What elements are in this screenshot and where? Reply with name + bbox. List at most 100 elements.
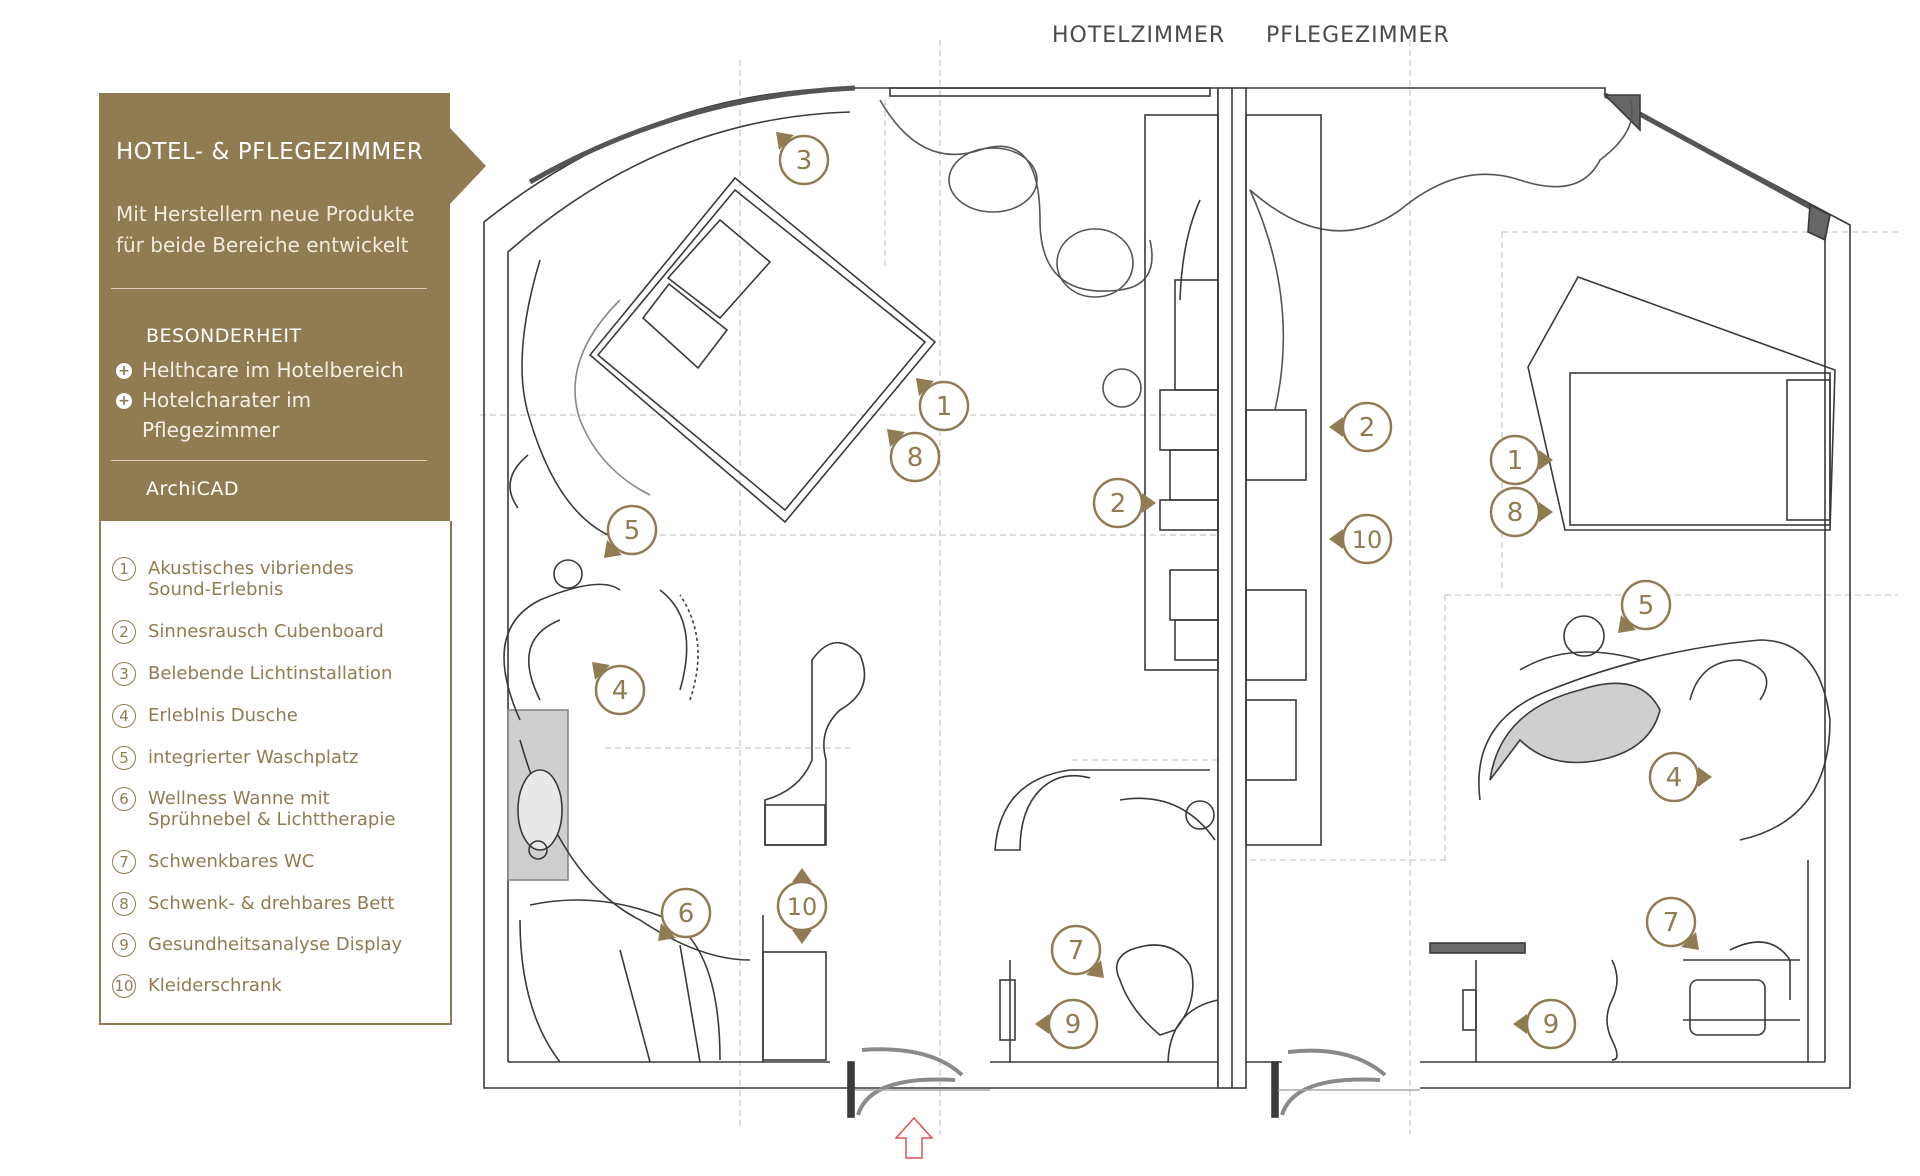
bullet-healthcare-text: Helthcare im Hotelbereich [142, 358, 404, 382]
panel-subtitle: Mit Herstellern neue Produkte für beide … [116, 199, 436, 261]
marker-7: 7 [1645, 896, 1699, 950]
care-display [1429, 942, 1526, 1062]
legend-label: Gesundheitsanalyse Display [148, 934, 403, 955]
marker-4: 4 [592, 662, 646, 716]
plus-icon: + [116, 363, 132, 379]
bullet-hotelcharakter-text: Hotelcharater im [142, 388, 312, 412]
marker-label: 7 [1663, 908, 1680, 938]
marker-7: 7 [1050, 924, 1104, 978]
marker-1: 1 [1489, 434, 1553, 486]
section-archicad: ArchiCAD [146, 478, 240, 500]
marker-label: 6 [678, 899, 695, 929]
legend-line: Sound-Erlebnis [148, 579, 284, 600]
care-markers: 2 10 1 8 5 4 7 [1329, 401, 1712, 1050]
marker-label: 7 [1068, 936, 1085, 966]
marker-5: 5 [604, 504, 658, 558]
hotel-wc [994, 769, 1219, 1063]
hotel-door [847, 1047, 990, 1118]
care-room-walls [1246, 87, 1851, 1089]
marker-label: 4 [1666, 763, 1683, 793]
marker-8: 8 [887, 429, 941, 483]
marker-6: 6 [658, 887, 712, 941]
marker-10: 10 [776, 868, 828, 944]
care-room-label: PFLEGEZIMMER [1266, 23, 1450, 48]
marker-1: 1 [916, 378, 970, 432]
hotel-closet [762, 915, 1016, 1062]
marker-label: 4 [612, 676, 629, 706]
panel-title: HOTEL- & PFLEGEZIMMER [116, 139, 424, 165]
plus-icon: + [116, 393, 132, 409]
marker-3: 3 [776, 132, 830, 186]
legend-number: 4 [112, 704, 136, 728]
care-cubeboard [1245, 114, 1322, 846]
care-door [1271, 1048, 1420, 1118]
marker-5: 5 [1618, 579, 1672, 633]
legend-label: Schwenk- & drehbares Bett [148, 893, 395, 914]
bullet-hotelcharakter-text-2: Pflegezimmer [142, 418, 280, 442]
legend-number: 7 [112, 850, 136, 874]
legend-label: Schwenkbares WC [148, 851, 315, 872]
care-light-installation [1249, 99, 1633, 411]
info-panel: HOTEL- & PFLEGEZIMMER Mit Herstellern ne… [99, 93, 450, 521]
care-wc [1606, 860, 1809, 1062]
legend-number: 3 [112, 662, 136, 686]
hotel-markers: 3 1 8 5 2 4 1 [592, 132, 1156, 1050]
marker-label: 2 [1110, 489, 1127, 519]
legend-number: 6 [112, 787, 136, 811]
panel-pointer-arrow [450, 128, 486, 204]
marker-2: 2 [1092, 477, 1156, 529]
care-bed [1527, 276, 1836, 531]
hotel-bed [574, 176, 937, 524]
hotel-room-label: HOTELZIMMER [1052, 23, 1226, 48]
marker-9: 9 [1035, 998, 1099, 1050]
marker-9: 9 [1513, 998, 1577, 1050]
marker-label: 8 [907, 443, 924, 473]
panel-subtitle-line1: Mit Herstellern neue Produkte [116, 202, 415, 226]
marker-label: 10 [787, 893, 818, 921]
marker-8: 8 [1489, 486, 1553, 538]
hotel-shower [503, 454, 699, 721]
marker-label: 5 [624, 516, 641, 546]
bullet-healthcare: + Helthcare im Hotelbereich [116, 355, 404, 385]
marker-label: 1 [936, 392, 953, 422]
bullet-hotelcharakter: + Hotelcharater im Pflegezimmer [116, 385, 311, 445]
divider [111, 460, 427, 461]
care-shower [1478, 615, 1831, 841]
legend-number: 5 [112, 746, 136, 770]
legend-number: 10 [112, 974, 136, 998]
divider [111, 288, 427, 289]
hotel-cubeboard [1144, 114, 1219, 671]
marker-label: 10 [1352, 526, 1383, 554]
panel-subtitle-line2: für beide Bereiche entwickelt [116, 233, 409, 257]
legend-label: Erleblnis Dusche [148, 705, 298, 726]
hotel-room-walls [483, 85, 1219, 1089]
entrance-arrow-icon [894, 1116, 934, 1159]
grid-guides [480, 40, 1898, 1135]
legend-label: Kleiderschrank [148, 975, 282, 996]
marker-label: 2 [1359, 413, 1376, 443]
legend-line: Wellness Wanne mit [148, 788, 330, 809]
legend-label: Sinnesrausch Cubenboard [148, 621, 384, 642]
hotel-bathroom [517, 259, 751, 1063]
hotel-light-installation [879, 99, 1153, 408]
marker-4: 4 [1648, 751, 1712, 803]
marker-label: 1 [1507, 446, 1524, 476]
legend-line: Akustisches vibriendes [148, 558, 354, 579]
legend-number: 2 [112, 620, 136, 644]
legend-number: 1 [112, 557, 136, 581]
legend-label: integrierter Waschplatz [148, 747, 359, 768]
section-besonderheit: BESONDERHEIT [146, 325, 302, 347]
marker-label: 5 [1638, 591, 1655, 621]
marker-label: 8 [1507, 498, 1524, 528]
legend-label: Belebende Lichtinstallation [148, 663, 393, 684]
legend-number: 8 [112, 892, 136, 916]
marker-label: 9 [1065, 1010, 1082, 1040]
legend-line: Sprühnebel & Lichttherapie [148, 809, 396, 830]
legend-number: 9 [112, 933, 136, 957]
marker-label: 3 [796, 146, 813, 176]
hotel-seating [764, 641, 866, 846]
